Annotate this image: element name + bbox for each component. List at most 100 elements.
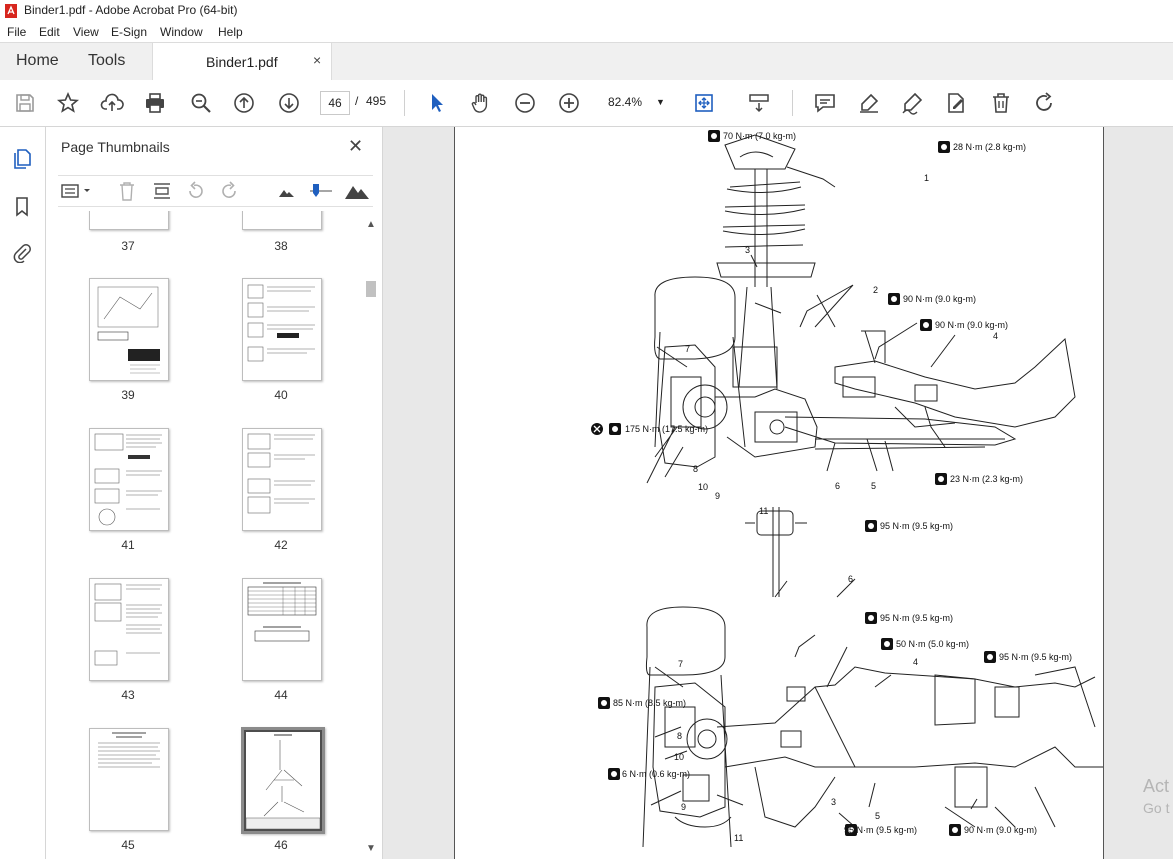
options-menu-icon[interactable] [60, 180, 94, 202]
thumbnail-size-slider[interactable] [308, 180, 334, 202]
thumbnail-label: 40 [274, 388, 288, 402]
print-icon[interactable] [143, 91, 167, 115]
menu-window[interactable]: Window [160, 25, 203, 39]
delete-icon[interactable] [989, 91, 1013, 115]
rotate-ccw-icon[interactable] [185, 180, 207, 202]
tab-tools[interactable]: Tools [88, 52, 126, 69]
torque-label: 95 N·m (9.5 kg-m) [880, 521, 953, 531]
page-thumbnail[interactable] [89, 278, 169, 381]
select-cursor-icon[interactable] [425, 91, 449, 115]
torque-label: 70 N·m (7.0 kg-m) [723, 131, 796, 141]
attachment-icon[interactable] [11, 241, 33, 263]
panel-title: Page Thumbnails [61, 139, 170, 155]
prev-page-icon[interactable] [232, 91, 256, 115]
torque-label: 85 N·m (8.5 kg-m) [613, 698, 686, 708]
toolbar-divider [404, 90, 405, 116]
thumbnail-smaller-icon[interactable] [276, 180, 298, 202]
part-number: 5 [875, 811, 880, 821]
save-icon[interactable] [13, 91, 37, 115]
pdf-page: 70 N·m (7.0 kg-m) 28 N·m (2.8 kg-m) 90 N… [454, 127, 1104, 859]
page-number-input[interactable]: 46 [320, 91, 350, 115]
menu-edit[interactable]: Edit [39, 25, 60, 39]
close-tab-icon[interactable]: × [313, 52, 322, 68]
thumbnail-label: 41 [121, 538, 135, 552]
main-toolbar: 46 / 495 82.4% ▼ [0, 80, 1173, 127]
menu-file[interactable]: File [7, 25, 27, 39]
delete-pages-icon[interactable] [116, 180, 138, 202]
page-thumbnail[interactable] [89, 728, 169, 831]
menu-view[interactable]: View [73, 25, 99, 39]
edit-pdf-icon[interactable] [944, 91, 968, 115]
page-thumbnail[interactable] [89, 578, 169, 681]
torque-label: 175 N·m (17.5 kg-m) [625, 424, 708, 434]
part-number: 1 [924, 173, 929, 183]
close-panel-icon[interactable]: ✕ [348, 136, 364, 156]
page-thumbnail[interactable] [242, 578, 322, 681]
document-viewer[interactable]: 70 N·m (7.0 kg-m) 28 N·m (2.8 kg-m) 90 N… [383, 127, 1173, 859]
part-number: 8 [677, 731, 682, 741]
thumbnail-label: 37 [121, 239, 135, 253]
panel-toolbar [58, 175, 373, 207]
thumbnail-label: 45 [121, 838, 135, 852]
document-tab-label: Binder1.pdf [206, 54, 278, 70]
part-number: 7 [685, 344, 690, 354]
torque-label: 23 N·m (2.3 kg-m) [950, 474, 1023, 484]
scrollbar-thumb[interactable] [366, 281, 376, 297]
zoom-in-icon[interactable] [557, 91, 581, 115]
page-thumbnail[interactable] [242, 428, 322, 531]
zoom-level-select[interactable]: 82.4% ▼ [600, 91, 670, 113]
torque-label: 28 N·m (2.8 kg-m) [953, 142, 1026, 152]
scroll-mode-icon[interactable] [747, 91, 771, 115]
highlight-icon[interactable] [857, 91, 881, 115]
part-number: 6 [848, 574, 853, 584]
part-number: 11 [759, 506, 768, 516]
chevron-down-icon: ▼ [656, 97, 665, 107]
tab-document[interactable]: Binder1.pdf × [152, 43, 332, 81]
next-page-icon[interactable] [277, 91, 301, 115]
search-zoom-icon[interactable] [189, 91, 213, 115]
page-thumbnails-icon[interactable] [11, 147, 33, 169]
menu-help[interactable]: Help [218, 25, 243, 39]
torque-label: 50 N·m (5.0 kg-m) [896, 639, 969, 649]
bookmark-icon[interactable] [11, 195, 33, 217]
bookmark-star-icon[interactable] [56, 91, 80, 115]
rotate-cw-icon[interactable] [218, 180, 240, 202]
suspension-diagram: 70 N·m (7.0 kg-m) 28 N·m (2.8 kg-m) 90 N… [591, 130, 1103, 848]
thumbnail-scrollbar[interactable]: ▲ ▼ [364, 219, 378, 859]
torque-label: 90 N·m (9.0 kg-m) [964, 825, 1037, 835]
scroll-up-icon[interactable]: ▲ [366, 219, 376, 230]
scroll-down-icon[interactable]: ▼ [366, 843, 376, 854]
menu-esign[interactable]: E-Sign [111, 25, 148, 39]
comment-icon[interactable] [813, 91, 837, 115]
extract-pages-icon[interactable] [151, 180, 173, 202]
part-number: 7 [678, 659, 683, 669]
page-thumbnail[interactable] [89, 428, 169, 531]
torque-label: 6 N·m (0.6 kg-m) [622, 769, 690, 779]
thumbnail-label: 39 [121, 388, 135, 402]
rotate-icon[interactable] [1032, 91, 1056, 115]
thumbnail-larger-icon[interactable] [344, 180, 370, 202]
part-number: 10 [698, 482, 708, 492]
thumbnail-list: 37 38 39 40 41 42 43 44 [46, 211, 364, 859]
left-rail [0, 127, 46, 859]
part-number: 4 [913, 657, 918, 667]
upload-icon[interactable] [100, 91, 124, 115]
part-number: 3 [745, 245, 750, 255]
tab-home[interactable]: Home [16, 52, 59, 69]
page-thumbnail[interactable] [242, 278, 322, 381]
sign-icon[interactable] [900, 91, 924, 115]
page-thumbnail-selected[interactable] [241, 727, 325, 834]
page-thumbnail[interactable] [242, 211, 322, 230]
part-number: 2 [873, 285, 878, 295]
part-number: 9 [681, 802, 686, 812]
acrobat-logo-icon [5, 4, 17, 18]
part-number: 5 [871, 481, 876, 491]
thumbnail-label: 44 [274, 688, 288, 702]
part-number: 9 [715, 491, 720, 501]
activation-watermark-sub: Go t [1143, 800, 1170, 816]
part-number: 3 [831, 797, 836, 807]
zoom-out-icon[interactable] [513, 91, 537, 115]
page-thumbnail[interactable] [89, 211, 169, 230]
hand-tool-icon[interactable] [469, 91, 493, 115]
fit-page-icon[interactable] [692, 91, 716, 115]
